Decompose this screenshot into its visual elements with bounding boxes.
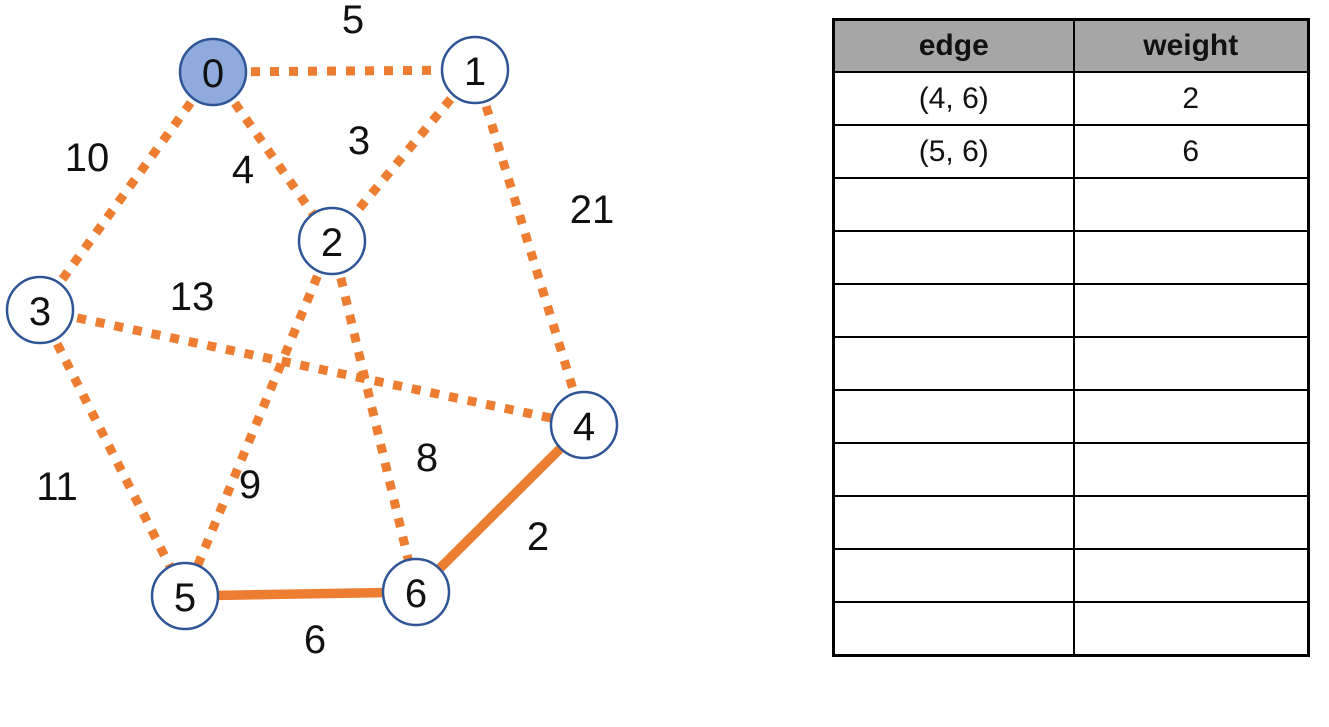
table-row-4 <box>832 283 1310 338</box>
table-row-9 <box>832 548 1310 603</box>
graph-node-4 <box>549 390 619 460</box>
table-header: edge weight <box>832 18 1310 73</box>
cell-weight-2 <box>1072 177 1310 232</box>
cell-weight-8 <box>1072 495 1310 550</box>
cell-weight-3 <box>1072 230 1310 285</box>
table-row-3 <box>832 230 1310 285</box>
cell-weight-5 <box>1072 336 1310 391</box>
edge-weight-label-3-5: 11 <box>36 465 78 509</box>
table-row-0: (4, 6)2 <box>832 71 1310 126</box>
cell-edge-1: (5, 6) <box>832 124 1075 179</box>
cell-weight-9 <box>1072 548 1310 603</box>
cell-weight-4 <box>1072 283 1310 338</box>
cell-edge-4 <box>832 283 1075 338</box>
table-row-7 <box>832 442 1310 497</box>
node-label-5: 5 <box>174 576 196 620</box>
table-row-5 <box>832 336 1310 391</box>
edge-line-3-5 <box>35 307 190 599</box>
table-row-10 <box>832 601 1310 657</box>
edge-line-5-6-selected <box>184 587 417 601</box>
edge-line-2-6 <box>327 239 421 594</box>
edge-weight-label-2-5: 9 <box>239 463 261 507</box>
node-label-4: 4 <box>573 405 595 449</box>
node-label-2: 2 <box>321 221 343 265</box>
cell-edge-7 <box>832 442 1075 497</box>
node-label-3: 3 <box>29 290 51 334</box>
edge-line-1-4 <box>470 68 589 427</box>
table-row-6 <box>832 389 1310 444</box>
edge-table-body: (4, 6)2(5, 6)6 <box>832 71 1310 657</box>
graph-node-2 <box>297 206 367 276</box>
edge-line-0-2 <box>209 69 336 244</box>
graph-node-5 <box>150 561 220 631</box>
graph-node-3 <box>5 275 75 345</box>
edge-weight-label-1-2: 3 <box>348 119 370 163</box>
table-row-1: (5, 6)6 <box>832 124 1310 179</box>
column-header-edge: edge <box>832 18 1075 73</box>
cell-edge-9 <box>832 548 1075 603</box>
cell-weight-7 <box>1072 442 1310 497</box>
cell-weight-10 <box>1072 601 1310 657</box>
table-header-row: edge weight <box>832 18 1310 73</box>
edge-weight-label-1-4: 21 <box>570 188 615 232</box>
edge-weight-label-0-2: 4 <box>232 148 254 192</box>
edge-weight-label-2-6: 8 <box>416 436 438 480</box>
edge-line-3-4 <box>39 305 585 430</box>
cell-edge-8 <box>832 495 1075 550</box>
cell-edge-2 <box>832 177 1075 232</box>
graph-node-0-start <box>178 37 248 107</box>
edge-weight-table: edge weight (4, 6)2(5, 6)6 <box>832 18 1310 657</box>
cell-edge-3 <box>832 230 1075 285</box>
graph-node-1 <box>440 35 510 105</box>
cell-edge-6 <box>832 389 1075 444</box>
node-label-0: 0 <box>202 52 224 96</box>
column-header-weight: weight <box>1072 18 1310 73</box>
edge-weight-label-3-4: 13 <box>170 275 215 319</box>
graph-canvas: 5 4 10 3 21 13 11 9 8 2 6 0 1 2 3 4 5 6 <box>5 0 619 662</box>
cell-weight-6 <box>1072 389 1310 444</box>
edge-weight-label-0-3: 10 <box>65 136 110 180</box>
edge-line-0-1 <box>212 65 476 77</box>
node-label-1: 1 <box>464 50 486 94</box>
cell-weight-0: 2 <box>1072 71 1310 126</box>
edge-weight-label-4-6: 2 <box>527 515 549 559</box>
node-label-6: 6 <box>405 572 427 616</box>
graph-node-6 <box>381 557 451 627</box>
edge-line-4-6-selected <box>412 421 588 596</box>
edge-weight-label-5-6: 6 <box>304 618 326 662</box>
table-row-2 <box>832 177 1310 232</box>
cell-edge-10 <box>832 601 1075 657</box>
table-row-8 <box>832 495 1310 550</box>
edge-weight-label-0-1: 5 <box>342 0 364 42</box>
cell-weight-1: 6 <box>1072 124 1310 179</box>
cell-edge-0: (4, 6) <box>832 71 1075 126</box>
edge-line-2-5 <box>180 239 337 598</box>
cell-edge-5 <box>832 336 1075 391</box>
